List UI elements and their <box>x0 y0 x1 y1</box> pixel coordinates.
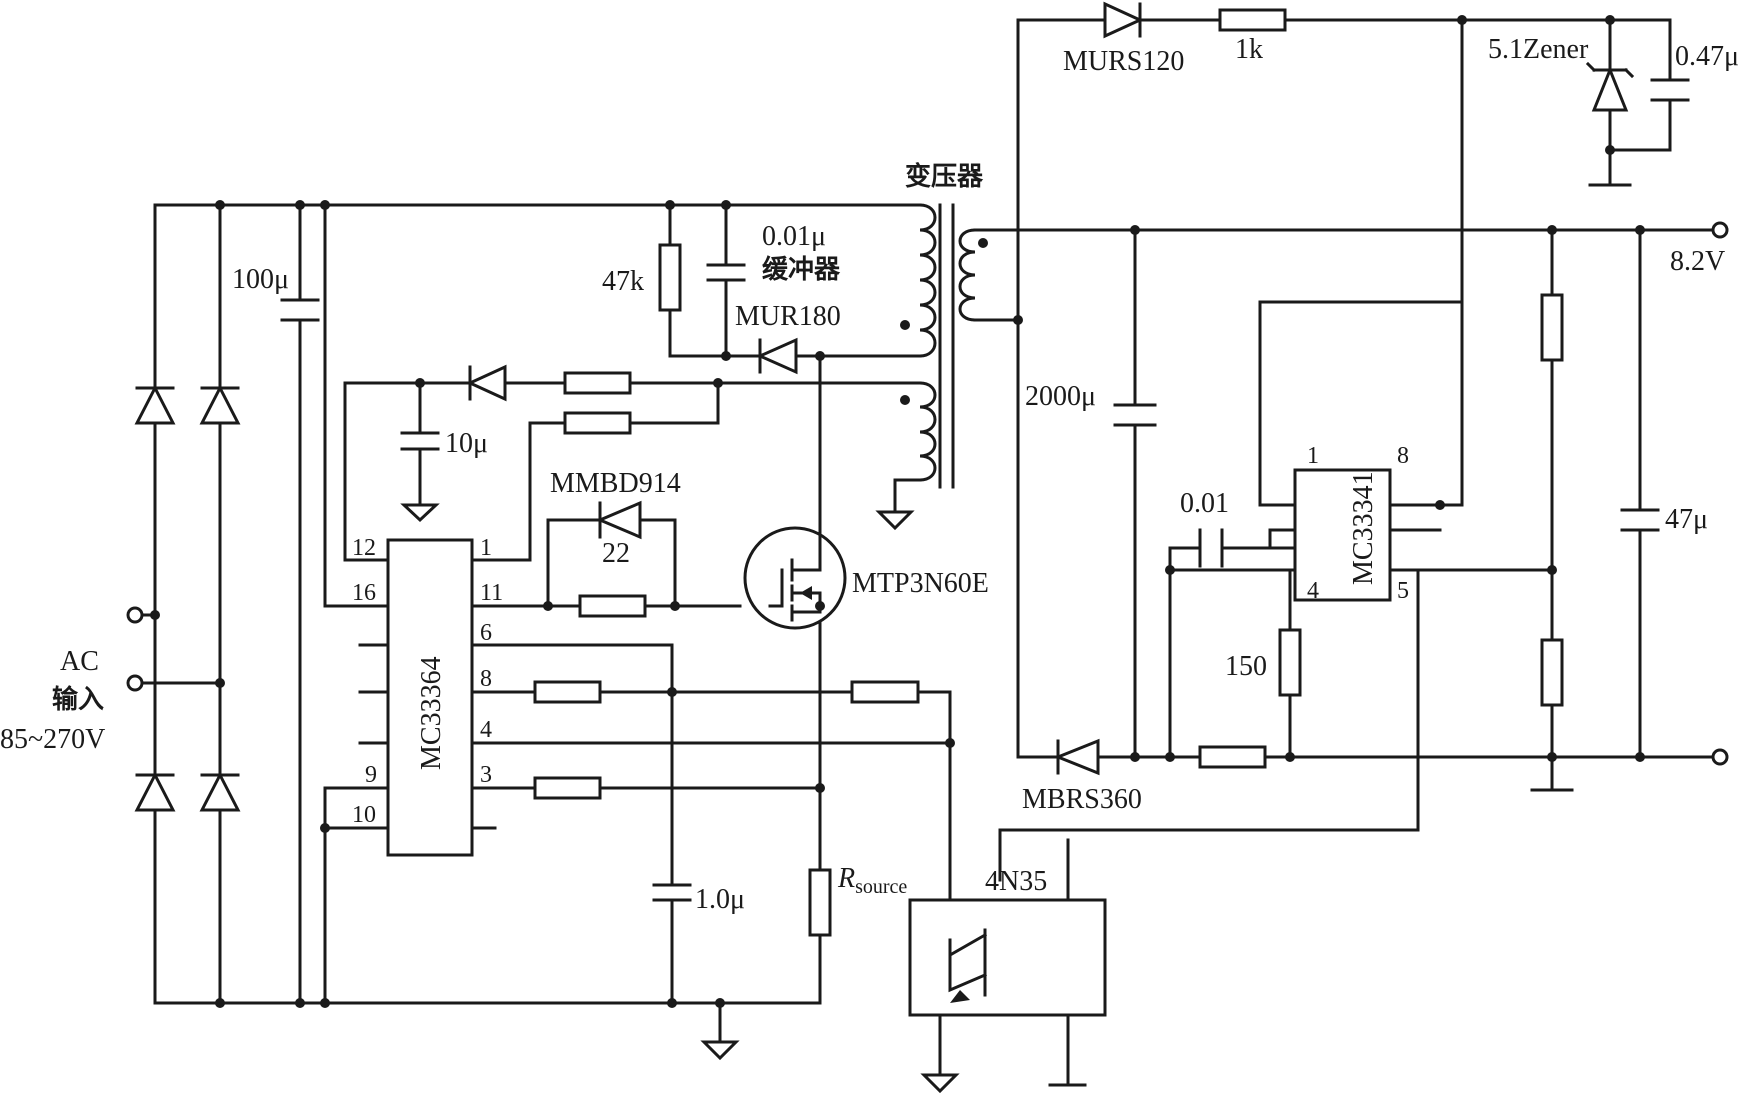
bridge-diode-4 <box>199 771 241 812</box>
resistor-47k <box>658 243 682 312</box>
cap-47u <box>1620 508 1660 532</box>
ground-symbols <box>400 183 1632 1094</box>
label-0.47u: 0.47μ <box>1675 41 1739 72</box>
resistor-aux-1 <box>563 371 632 395</box>
label-1k: 1k <box>1235 34 1263 65</box>
pin-33341-4: 4 <box>1307 578 1319 604</box>
resistor-rsource <box>808 868 832 937</box>
cap-0.01 <box>1198 528 1224 568</box>
label-1.0u: 1.0μ <box>695 884 745 915</box>
snubber-diode-mur180 <box>756 337 798 375</box>
label-2000u: 2000μ <box>1025 381 1096 412</box>
bridge-diode-2 <box>199 384 241 425</box>
capacitors <box>280 78 1690 902</box>
label-100u: 100μ <box>232 264 289 295</box>
label-0.01: 0.01 <box>1180 488 1229 519</box>
ground-aux-cap <box>400 490 440 523</box>
pin-9: 9 <box>365 762 377 788</box>
aux-diode <box>466 364 507 402</box>
ground-aux-winding <box>875 510 915 531</box>
ic-mc33341 <box>1293 468 1442 602</box>
label-ac-cn: 输入 <box>52 684 104 715</box>
resistors <box>533 8 1564 937</box>
ground-opto-transistor <box>920 1073 960 1094</box>
resistor-1k <box>1218 8 1287 32</box>
cap-1.0u <box>652 883 692 902</box>
resistor-bottom <box>1198 745 1267 769</box>
cap-0.01u-snubber <box>706 263 746 282</box>
pin-33341-5: 5 <box>1397 578 1409 604</box>
label-mmbd914: MMBD914 <box>550 468 681 499</box>
label-ac: AC <box>60 646 99 677</box>
label-22: 22 <box>602 538 630 569</box>
label-ac-range: 85~270V <box>0 724 105 755</box>
resistor-gate-22 <box>578 594 647 618</box>
label-10u: 10μ <box>445 428 488 459</box>
label-47u: 47μ <box>1665 504 1708 535</box>
label-8.2v: 8.2V <box>1670 246 1725 277</box>
resistor-aux-2 <box>563 411 632 435</box>
cap-10u <box>400 431 440 451</box>
resistor-divider-bottom <box>1540 638 1564 707</box>
pin-33341-8: 8 <box>1397 443 1409 469</box>
label-mtp3n60e: MTP3N60E <box>852 568 989 599</box>
zener-diode <box>1585 61 1635 112</box>
pin-3: 3 <box>480 762 492 788</box>
pin-12: 12 <box>352 535 376 561</box>
pin-16: 16 <box>352 580 376 606</box>
label-150: 150 <box>1225 651 1267 682</box>
pin-33341-1: 1 <box>1307 443 1319 469</box>
label-mur180: MUR180 <box>735 301 841 332</box>
labels: AC 输入 85~270V 100μ 47k 0.01μ 缓冲器 MUR180 … <box>0 34 1739 915</box>
transformer <box>900 203 988 489</box>
terminals <box>126 221 1729 766</box>
bridge-diodes <box>134 384 241 812</box>
mosfet-mtp3n60e <box>743 354 847 630</box>
label-mbrs360: MBRS360 <box>1022 784 1142 815</box>
label-4n35: 4N35 <box>985 866 1047 897</box>
cap-0.47u <box>1650 78 1690 102</box>
top-diode-murs120 <box>1103 1 1144 39</box>
optocoupler-4n35 <box>908 898 1107 1017</box>
resistor-pin8 <box>533 680 602 704</box>
label-zener: 5.1Zener <box>1488 34 1589 65</box>
rectifier-diode-mbrs360 <box>1053 738 1100 776</box>
label-snubber-cap: 0.01μ <box>762 221 826 252</box>
cap-100u <box>280 298 320 322</box>
resistor-150 <box>1278 628 1302 697</box>
label-mc33364: MC33364 <box>416 656 447 770</box>
label-47k: 47k <box>602 266 644 297</box>
pin-8: 8 <box>480 666 492 692</box>
bridge-diode-1 <box>134 384 176 425</box>
pin-10: 10 <box>352 802 376 828</box>
bridge-diode-3 <box>134 771 176 812</box>
label-murs120: MURS120 <box>1063 46 1184 77</box>
label-transformer-cn: 变压器 <box>905 161 984 192</box>
pin-4: 4 <box>480 717 492 743</box>
resistor-divider-top <box>1540 293 1564 362</box>
pin-6: 6 <box>480 620 492 646</box>
resistor-pin3 <box>533 776 602 800</box>
pin-1: 1 <box>480 535 492 561</box>
gate-diode-mmbd914 <box>596 500 642 540</box>
junction-dots <box>150 15 1645 1008</box>
label-mc33341: MC33341 <box>1348 471 1379 585</box>
pin-11: 11 <box>480 580 503 606</box>
ic-mc33364 <box>386 538 474 857</box>
ground-primary <box>700 1040 740 1061</box>
label-snubber-cn: 缓冲器 <box>762 254 841 285</box>
cap-2000u <box>1113 403 1157 427</box>
resistor-pin8-b <box>850 680 920 704</box>
label-rsource: Rsource <box>837 863 907 898</box>
